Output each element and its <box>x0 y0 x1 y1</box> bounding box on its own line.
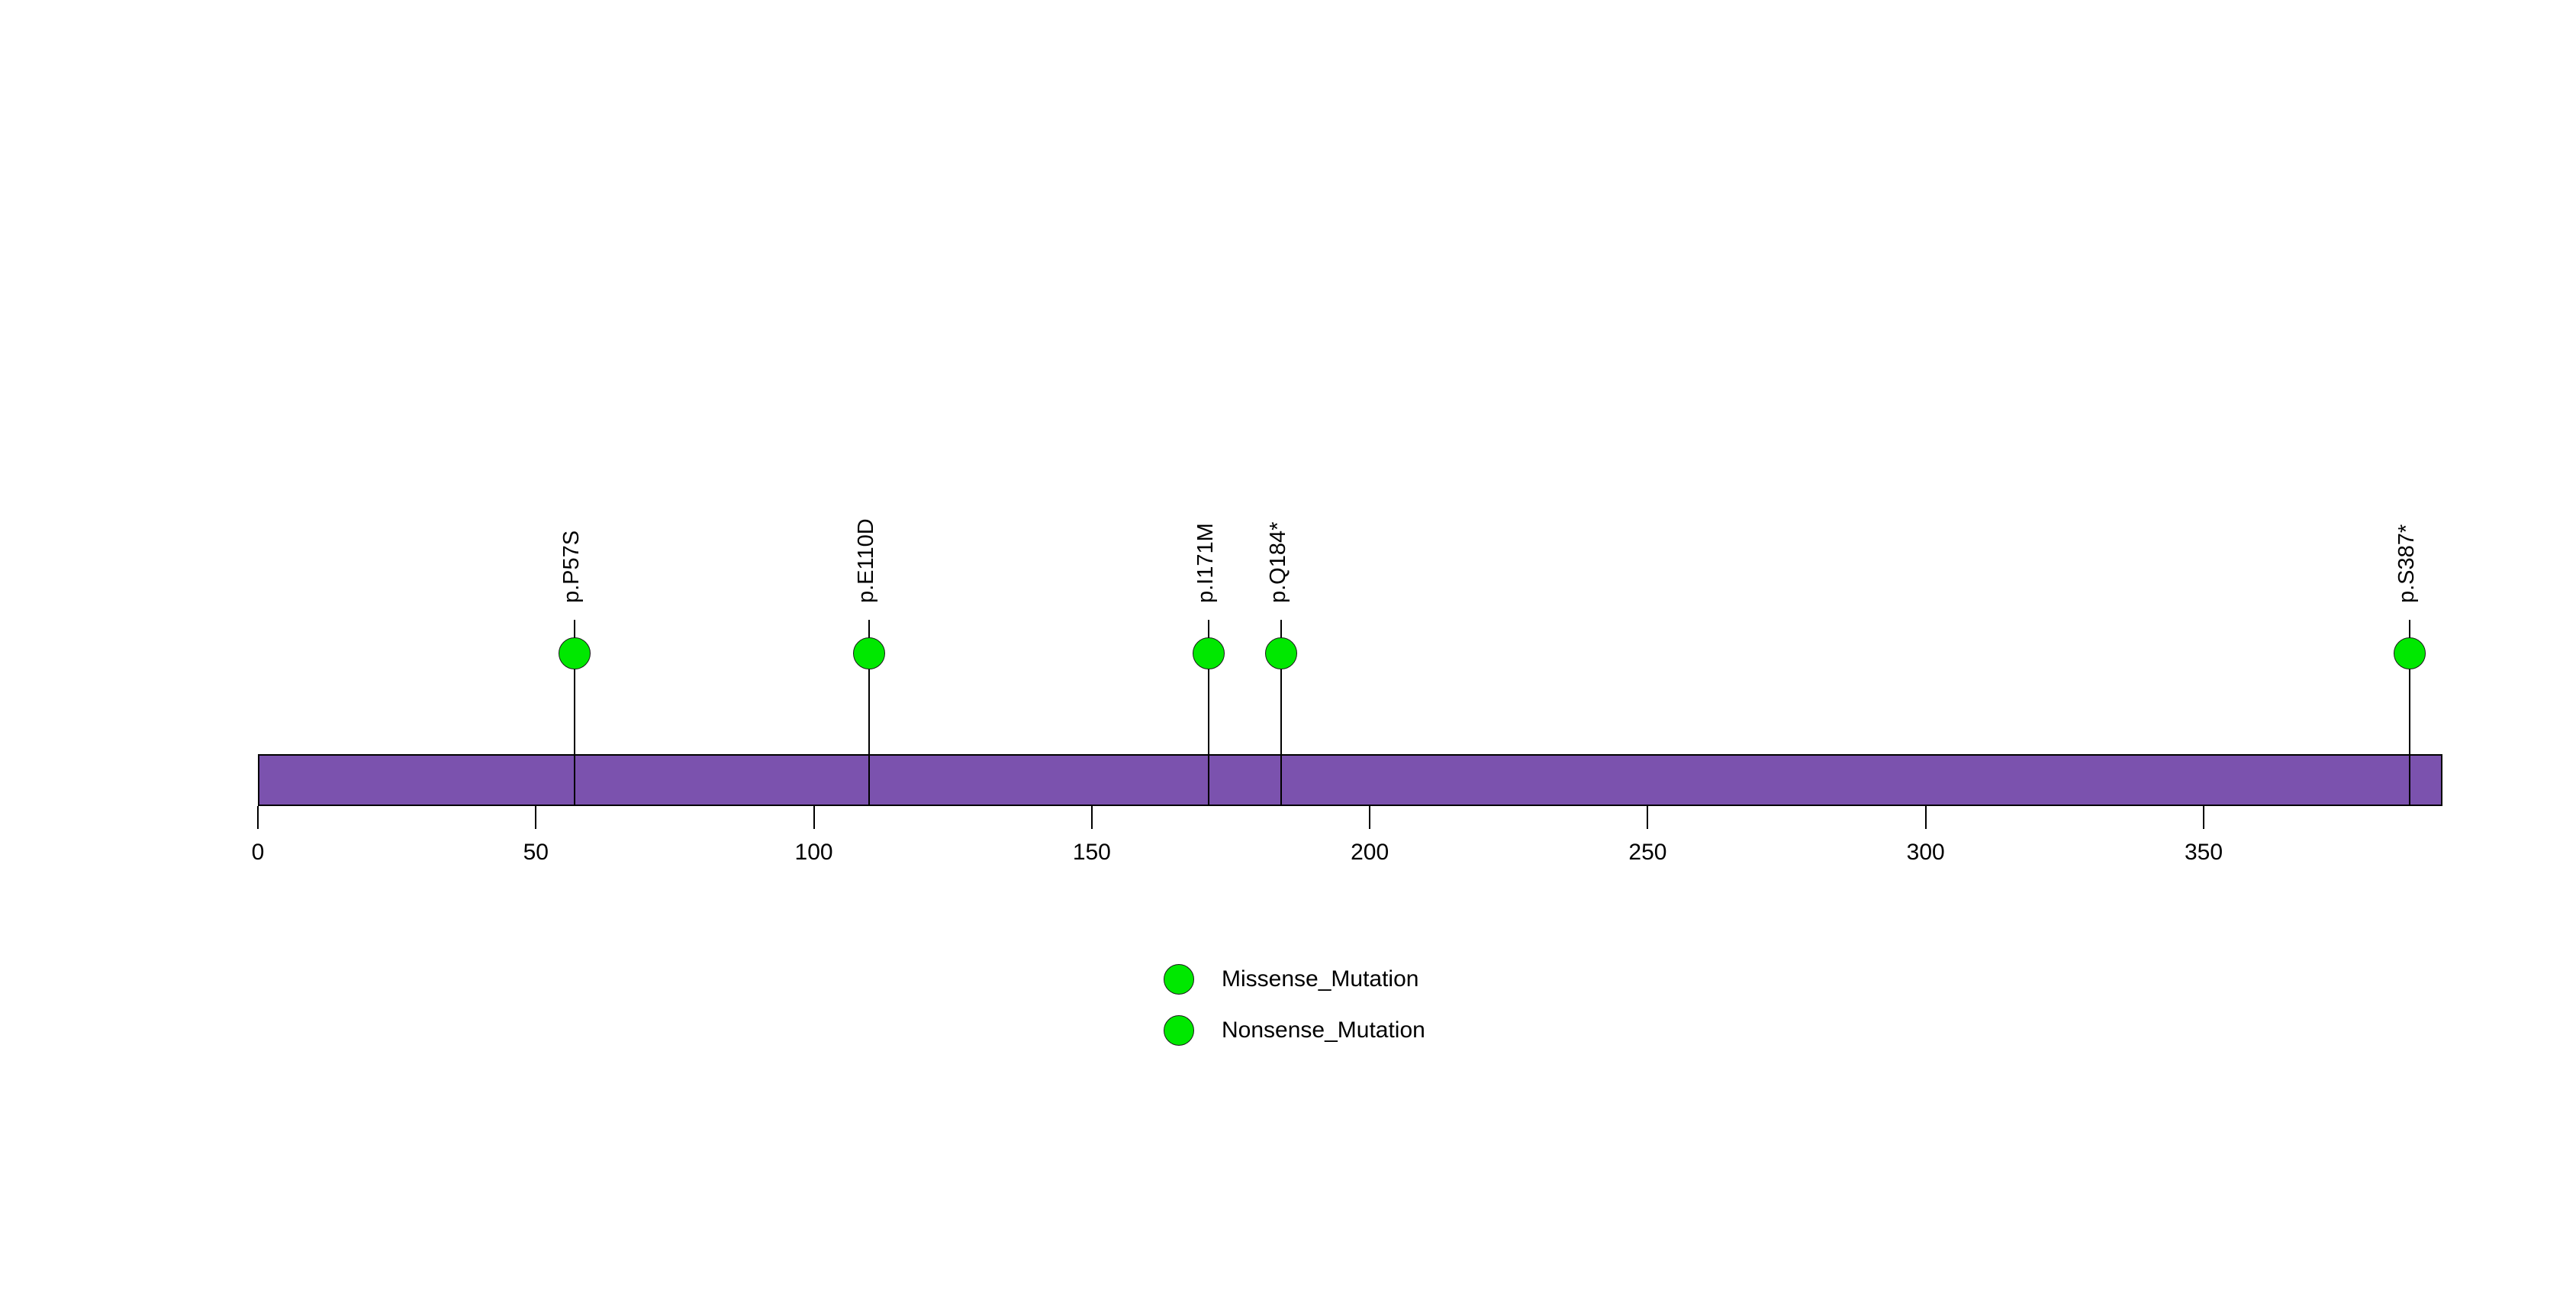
lollipop-stem <box>1207 620 1209 806</box>
x-axis-tick-label: 50 <box>523 840 549 865</box>
lollipop-label: p.S387* <box>2394 524 2419 603</box>
lollipop-head-pI171M[interactable] <box>1192 637 1225 669</box>
lollipop-label: p.P57S <box>559 530 584 603</box>
lollipop-head-pS387[interactable] <box>2393 637 2426 669</box>
lollipop-head-pQ184[interactable] <box>1264 637 1297 669</box>
lollipop-head-pP57S[interactable] <box>559 637 591 669</box>
lollipop-stem <box>868 620 871 806</box>
x-axis-tick <box>535 806 537 829</box>
x-axis-tick-label: 0 <box>251 840 265 865</box>
lollipop-stem <box>1280 620 1282 806</box>
legend-label: Missense_Mutation <box>1222 966 1419 992</box>
protein-backbone-bar <box>258 754 2443 806</box>
x-axis-tick <box>2202 806 2204 829</box>
x-axis-tick <box>813 806 815 829</box>
x-axis-tick-label: 250 <box>1628 840 1667 865</box>
x-axis-tick-label: 100 <box>794 840 833 865</box>
x-axis-tick-label: 300 <box>1906 840 1945 865</box>
x-axis-tick <box>1647 806 1649 829</box>
lollipop-stem <box>574 620 576 806</box>
x-axis-tick-label: 150 <box>1072 840 1111 865</box>
lollipop-label: p.E110D <box>854 518 879 603</box>
lollipop-label: p.I171M <box>1193 523 1218 603</box>
legend-swatch-circle-icon <box>1164 964 1194 995</box>
lollipop-head-pE110D[interactable] <box>853 637 886 669</box>
x-axis-tick-label: 200 <box>1351 840 1389 865</box>
legend-item[interactable]: Missense_Mutation <box>1164 964 1418 995</box>
x-axis-tick <box>1924 806 1927 829</box>
x-axis-tick <box>1369 806 1371 829</box>
legend-item[interactable]: Nonsense_Mutation <box>1164 1015 1425 1046</box>
x-axis-tick-label: 350 <box>2184 840 2223 865</box>
lollipop-label: p.Q184* <box>1265 521 1290 603</box>
legend-label: Nonsense_Mutation <box>1222 1017 1425 1043</box>
x-axis-tick <box>257 806 259 829</box>
legend-swatch-circle-icon <box>1164 1015 1194 1046</box>
lollipop-stem <box>2408 620 2410 806</box>
x-axis-tick <box>1090 806 1093 829</box>
